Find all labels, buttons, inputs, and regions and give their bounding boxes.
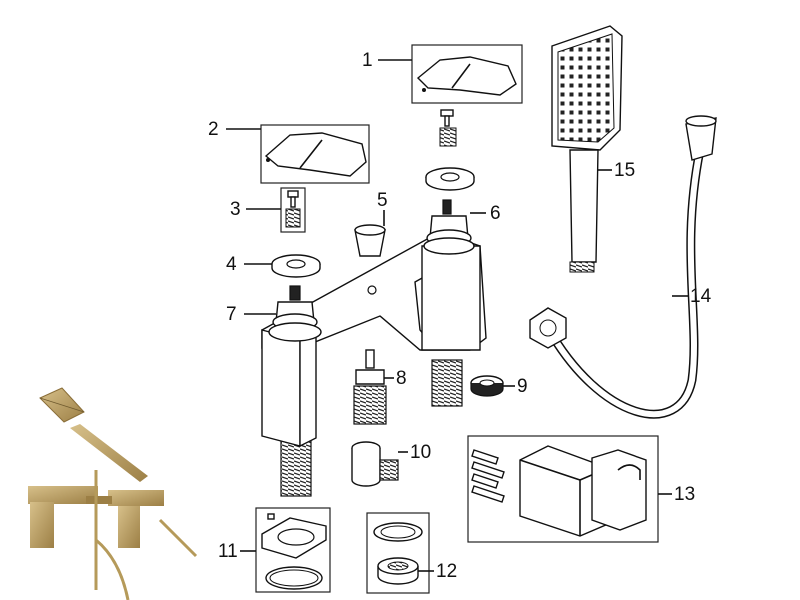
part-5-cap — [354, 224, 386, 257]
part-7-cartridge — [268, 285, 322, 342]
label-part-3: 3 — [230, 199, 241, 220]
part-2-lever-handle — [260, 124, 370, 184]
part-3-screw-adaptor — [280, 187, 306, 233]
part-number-labels: 1 2 3 4 5 6 7 8 9 10 11 12 13 14 15 — [208, 50, 712, 582]
part-12-nut — [366, 512, 430, 594]
product-photo — [28, 387, 198, 600]
right-washer — [425, 167, 475, 191]
part-10-elbow — [351, 441, 399, 487]
label-part-4: 4 — [226, 254, 237, 275]
part-4-washer — [271, 254, 321, 278]
right-screw-adaptor — [439, 109, 457, 147]
label-part-11: 11 — [218, 541, 238, 562]
label-part-7: 7 — [226, 304, 237, 325]
label-part-12: 12 — [436, 561, 457, 582]
label-part-9: 9 — [517, 376, 528, 397]
label-part-14: 14 — [690, 286, 712, 307]
leader-lines — [226, 59, 688, 572]
label-part-8: 8 — [396, 368, 407, 389]
label-part-2: 2 — [208, 119, 219, 140]
part-11-gasket — [255, 507, 331, 593]
part-15-hand-shower — [551, 25, 623, 273]
part-1-lever-handle — [411, 44, 523, 104]
label-part-1: 1 — [362, 50, 373, 71]
label-part-15: 15 — [614, 160, 635, 181]
part-14-hose — [529, 115, 717, 419]
label-part-13: 13 — [674, 484, 695, 505]
label-part-5: 5 — [377, 190, 388, 211]
label-part-10: 10 — [410, 442, 431, 463]
label-part-6: 6 — [490, 203, 501, 224]
part-13-wall-bracket — [467, 435, 659, 543]
part-9-ring — [470, 375, 504, 397]
mixer-body — [261, 231, 487, 497]
part-6-cartridge — [423, 199, 475, 255]
part-8-diverter — [353, 349, 387, 425]
